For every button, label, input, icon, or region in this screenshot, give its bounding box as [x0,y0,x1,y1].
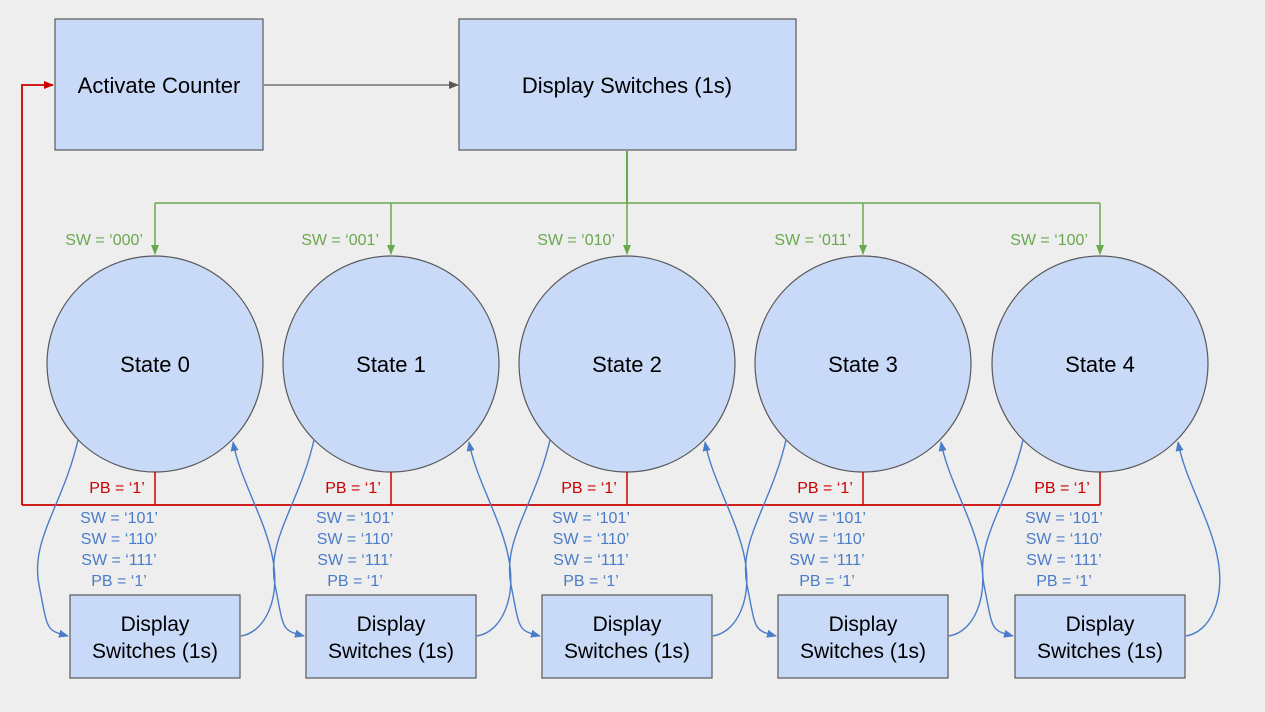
state-0-display-box [69,594,241,679]
state-4-transition-label: SW = ‘101’ [1025,510,1103,527]
state-4-reset-label: PB = ‘1’ [1034,480,1090,497]
activate-counter-label: Activate Counter [78,73,241,98]
state-1-switch-condition: SW = ‘001’ [301,232,379,249]
state-0-display-line1: Display [121,613,190,636]
state-2-label: State 2 [592,352,662,377]
state-0-transition-label: SW = ‘101’ [80,510,158,527]
state-3-transition-label: SW = ‘111’ [789,552,864,569]
state-3-display-line1: Display [829,613,898,636]
state-4-group: SW = ‘100’ State 4 PB = ‘1’ SW = ‘101’ SW = … [981,203,1221,679]
state-2-to-display-arrow [508,439,551,638]
state-3-transition-label: SW = ‘101’ [788,510,866,527]
activate-counter-box [54,18,264,151]
state-0-reset-label: PB = ‘1’ [89,480,145,497]
state-3-transition-label: SW = ‘110’ [789,531,866,548]
state-4-return-arrow [1175,441,1221,637]
state-0-switch-condition: SW = ‘000’ [65,232,143,249]
switch-branch-connectors [155,151,1100,204]
state-1-transition-label: PB = ‘1’ [327,573,383,590]
reset-return-arrow [21,81,54,505]
states-layer: SW = ‘000’State 0PB = ‘1’SW = ‘101’SW = … [36,203,1221,679]
state-3-return-arrow [938,441,984,637]
state-3-display-box [777,594,949,679]
state-0-to-display-arrow [36,439,79,638]
state-4-display-box [1014,594,1186,679]
state-4-transition-label: SW = ‘110’ [1026,531,1103,548]
state-3-reset-label: PB = ‘1’ [797,480,853,497]
state-4-transition-label: PB = ‘1’ [1036,573,1092,590]
state-3-label: State 3 [828,352,898,377]
state-4-display-line1: Display [1066,613,1135,636]
state-2-transition-label: SW = ‘111’ [553,552,628,569]
state-4-switch-condition: SW = ‘100’ [1010,232,1088,249]
display-switches-top-label: Display Switches (1s) [522,73,732,98]
state-2-group: SW = ‘010’ State 2 PB = ‘1’ SW = ‘101’ SW = … [508,203,748,679]
state-2-switch-condition: SW = ‘010’ [537,232,615,249]
state-1-transition-label: SW = ‘101’ [316,510,394,527]
state-1-display-line1: Display [357,613,426,636]
state-0-return-arrow [230,441,276,637]
state-1-transition-label: SW = ‘111’ [317,552,392,569]
state-1-display-box [305,594,477,679]
state-1-transition-label: SW = ‘110’ [317,531,394,548]
state-1-label: State 1 [356,352,426,377]
state-2-reset-label: PB = ‘1’ [561,480,617,497]
state-2-display-box [541,594,713,679]
state-0-transition-label: SW = ‘111’ [81,552,156,569]
state-2-transition-label: SW = ‘101’ [552,510,630,527]
state-2-display-line1: Display [593,613,662,636]
state-4-display-line2: Switches (1s) [1037,640,1163,663]
state-2-transition-label: SW = ‘110’ [553,531,630,548]
state-1-display-line2: Switches (1s) [328,640,454,663]
state-2-transition-label: PB = ‘1’ [563,573,619,590]
state-3-display-line2: Switches (1s) [800,640,926,663]
state-0-display-line2: Switches (1s) [92,640,218,663]
state-1-return-arrow [466,441,512,637]
state-0-transition-label: PB = ‘1’ [91,573,147,590]
display-switches-top-box [458,18,797,151]
state-0-transition-label: SW = ‘110’ [81,531,158,548]
state-3-transition-label: PB = ‘1’ [799,573,855,590]
state-2-return-arrow [702,441,748,637]
state-4-transition-label: SW = ‘111’ [1026,552,1101,569]
state-3-switch-condition: SW = ‘011’ [774,232,851,249]
state-1-to-display-arrow [272,439,315,638]
state-1-group: SW = ‘001’ State 1 PB = ‘1’ SW = ‘101’ SW = … [272,203,512,679]
state-0-group: SW = ‘000’ State 0 PB = ‘1’ SW = ‘101’ SW = … [36,203,276,679]
state-3-group: SW = ‘011’ State 3 PB = ‘1’ SW = ‘101’ SW = … [744,203,984,679]
state-4-to-display-arrow [981,439,1024,638]
state-1-reset-label: PB = ‘1’ [325,480,381,497]
state-4-label: State 4 [1065,352,1135,377]
state-0-label: State 0 [120,352,190,377]
state-3-to-display-arrow [744,439,787,638]
state-2-display-line2: Switches (1s) [564,640,690,663]
